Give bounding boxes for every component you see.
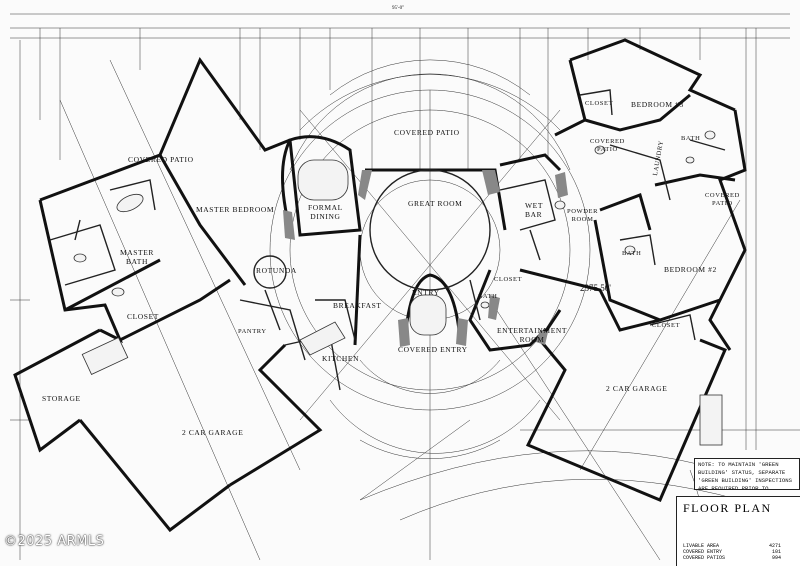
room-label-breakfast: BREAKFAST: [333, 301, 382, 310]
room-label-pantry: PANTRY: [238, 328, 267, 335]
room-label-covered-entry: COVERED ENTRY: [398, 345, 468, 354]
room-label-rotunda: ROTUNDA: [256, 266, 297, 275]
room-label-wet-bar: WET BAR: [525, 201, 544, 219]
room-label-kitchen: KITCHEN: [322, 354, 360, 363]
room-label-master-bedroom: MASTER BEDROOM: [196, 205, 275, 214]
room-label-entertainment-room: ENTERTAINMENT ROOM: [497, 326, 568, 344]
room-label-bedroom-3: BEDROOM #3: [631, 100, 684, 109]
room-label-covered-patio-left: COVERED PATIO: [128, 155, 194, 164]
room-label-covered-patio-center: COVERED PATIO: [394, 128, 460, 137]
room-label-storage: STORAGE: [42, 394, 81, 403]
title-block: FLOOR PLAN LIVABLE AREA COVERED ENTRY CO…: [676, 496, 800, 566]
room-label-covered-patio-right: COVERED PATIO: [590, 138, 625, 153]
area-labels: LIVABLE AREA COVERED ENTRY COVERED PATIO…: [683, 543, 726, 561]
room-label-bedroom-2: BEDROOM #2: [664, 265, 717, 274]
room-label-bath-bed3: BATH: [681, 135, 701, 142]
armls-watermark: ©2025 ARMLS: [4, 534, 105, 549]
room-label-bath-bed2: BATH: [622, 250, 642, 257]
elevation-dimension-label: 2375.50': [580, 283, 611, 293]
overall-dimension-label: 95'-0": [392, 6, 405, 11]
room-label-covered-patio-far-right: COVERED PATIO: [705, 192, 740, 207]
room-label-bath-center: BATH: [478, 293, 498, 300]
room-label-entry: ENTRY: [412, 288, 440, 297]
area-values: 4271 101 994: [769, 543, 782, 561]
room-label-closet-bed2: CLOSET: [652, 322, 681, 329]
room-label-garage-left: 2 CAR GARAGE: [182, 428, 244, 437]
room-label-powder-room: POWDER ROOM: [567, 208, 599, 223]
room-label-closet-bed3: CLOSET: [585, 100, 614, 107]
green-building-note: NOTE: TO MAINTAIN 'GREEN BUILDING' STATU…: [694, 458, 800, 490]
drawing-title: FLOOR PLAN: [683, 501, 772, 515]
room-label-great-room: GREAT ROOM: [408, 199, 463, 208]
room-label-formal-dining: FORMAL DINING: [308, 203, 343, 221]
room-label-closet-master: CLOSET: [127, 312, 159, 321]
room-label-closet-center: CLOSET: [494, 276, 523, 283]
room-label-master-bath: MASTER BATH: [120, 248, 155, 266]
room-label-garage-right: 2 CAR GARAGE: [606, 384, 668, 393]
